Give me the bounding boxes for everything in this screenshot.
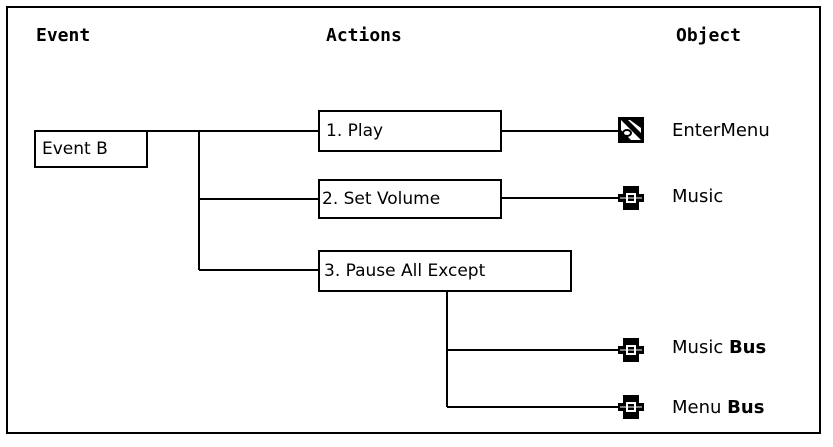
action-play[interactable]: 1. Play: [318, 110, 502, 152]
action-pause-all-except[interactable]: 3. Pause All Except: [318, 250, 572, 292]
header-object: Object: [676, 25, 742, 46]
bus-icon: [618, 186, 644, 210]
diagram-frame: [6, 6, 821, 434]
object-name: Music: [672, 337, 724, 358]
object-name: EnterMenu: [672, 120, 770, 141]
event-box[interactable]: Event B: [34, 130, 148, 168]
object-type-suffix: Bus: [728, 337, 767, 358]
bus-icon: [618, 395, 644, 419]
header-event: Event: [36, 25, 91, 46]
object-name: Music: [672, 186, 724, 207]
object-label-entermenu: EnterMenu: [672, 121, 770, 141]
object-label-menu-bus: Menu Bus: [672, 398, 764, 418]
bus-icon: [618, 338, 644, 362]
header-actions: Actions: [326, 25, 402, 46]
object-type-suffix: Bus: [727, 397, 765, 418]
object-label-music-bus: Music Bus: [672, 338, 766, 358]
sound-object-icon: [618, 117, 644, 143]
action-set-volume[interactable]: 2. Set Volume: [318, 179, 502, 219]
object-name: Menu: [672, 397, 722, 418]
object-label-music: Music: [672, 187, 723, 207]
